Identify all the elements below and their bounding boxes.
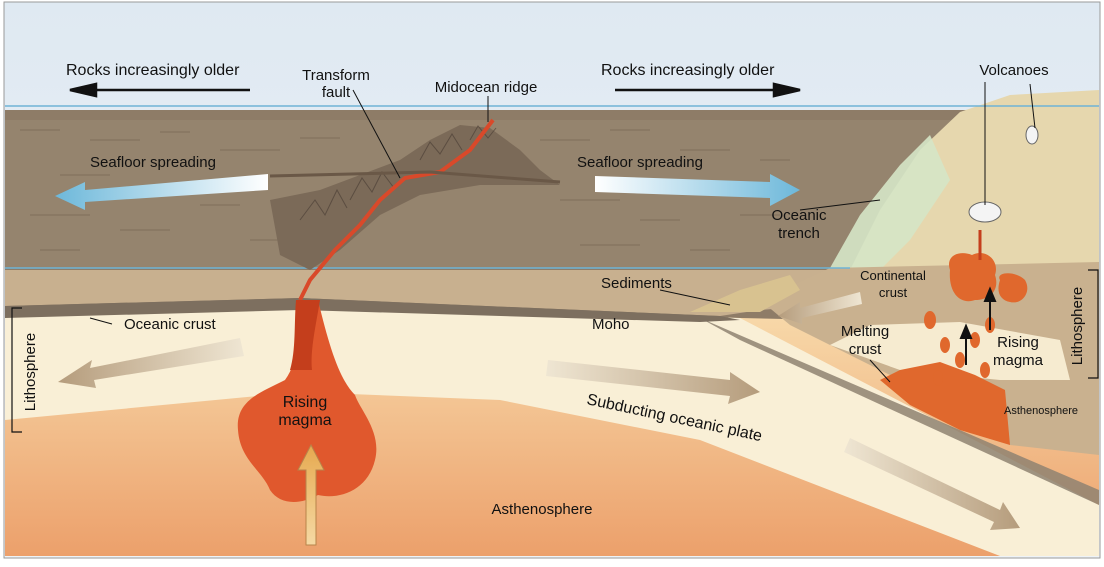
spreading-arrow-left [55, 174, 268, 210]
magma-up-arrow [297, 443, 325, 546]
leader-lines [89, 82, 1036, 383]
magma-conduit [290, 300, 320, 370]
rising-magma-plume [237, 300, 377, 502]
subducting-plate-edge [700, 318, 1099, 505]
older-rocks-arrows [69, 82, 801, 98]
rising-magma-arrows [959, 286, 997, 365]
plate-arrow-left [58, 338, 244, 388]
label-transform-fault-line2: fault [322, 84, 351, 101]
volcano-crater-small [1025, 125, 1039, 145]
melting-crust-zone [830, 322, 1070, 380]
ridge-crest [298, 118, 495, 301]
label-oceanic-trench-line1: Oceanic [771, 207, 827, 224]
magma-chamber-side [998, 273, 1028, 303]
label-rocks-older-right: Rocks increasingly older [601, 62, 775, 79]
label-seafloor-spreading-right: Seafloor spreading [577, 154, 703, 171]
label-rising-magma-center-line1: Rising [283, 394, 327, 411]
label-asthenosphere-small: Asthenosphere [1004, 405, 1078, 417]
label-sediments: Sediments [601, 275, 672, 292]
continent-shelf [830, 135, 950, 270]
melting-crust-magma [880, 362, 1010, 445]
lithosphere-plate [5, 300, 1099, 556]
label-midocean-ridge: Midocean ridge [435, 79, 538, 96]
ridge-texture [299, 125, 497, 221]
label-lithosphere-right: Lithosphere [1069, 287, 1086, 365]
plate-arrow-deep [844, 438, 1020, 530]
lithosphere-brackets [11, 269, 1099, 433]
label-rising-magma-right-line1: Rising [997, 334, 1039, 351]
label-melting-crust-line1: Melting [841, 323, 889, 340]
magma-droplets [924, 311, 995, 386]
label-rising-magma-center-line2: magma [278, 412, 331, 429]
magma-chamber-upper [949, 252, 997, 302]
spreading-arrow-right [595, 174, 800, 206]
label-oceanic-crust: Oceanic crust [124, 316, 217, 333]
transform-fault-line [269, 170, 561, 184]
plate-arrow-center [546, 360, 760, 404]
label-moho: Moho [592, 316, 630, 333]
crust-arrow-trench [778, 292, 862, 324]
label-continental-crust-line1: Continental [860, 268, 926, 283]
label-continental-crust-line2: crust [879, 285, 908, 300]
moho-line [5, 298, 740, 322]
label-lithosphere-left: Lithosphere [22, 333, 39, 411]
label-transform-fault-line1: Transform [302, 67, 370, 84]
label-asthenosphere-main: Asthenosphere [492, 501, 593, 518]
label-oceanic-trench-line2: trench [778, 225, 820, 242]
label-melting-crust-line2: crust [849, 341, 882, 358]
ridge-mountains [270, 125, 560, 270]
label-volcanoes: Volcanoes [979, 62, 1048, 79]
label-rocks-older-left: Rocks increasingly older [66, 62, 240, 79]
label-seafloor-spreading-left: Seafloor spreading [90, 154, 216, 171]
label-rising-magma-right-line2: magma [993, 352, 1044, 369]
